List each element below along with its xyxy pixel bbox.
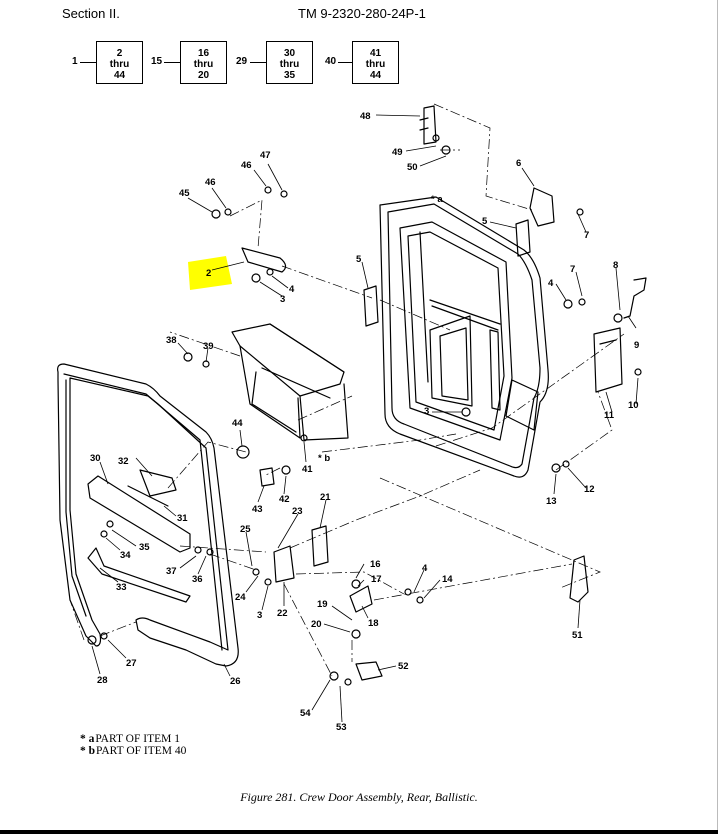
armor-panel xyxy=(231,323,349,441)
callout-50: 50 xyxy=(407,162,418,173)
figure-caption: Figure 281. Crew Door Assembly, Rear, Ba… xyxy=(240,790,478,804)
footnote-a: * a PART OF ITEM 1 xyxy=(80,733,180,745)
callout-26: 26 xyxy=(230,676,241,687)
bracket-51 xyxy=(569,555,589,603)
callout-46: 46 xyxy=(241,160,252,171)
callout-46-left: 46 xyxy=(205,177,216,188)
callout-9: 9 xyxy=(634,340,639,351)
bracket-22 xyxy=(273,545,295,583)
plate-5-left xyxy=(363,285,379,327)
right-hinge xyxy=(529,187,555,227)
callout-28: 28 xyxy=(97,675,108,686)
callout-20: 20 xyxy=(311,619,322,630)
door-frame xyxy=(379,196,549,478)
callout-44: 44 xyxy=(232,418,243,429)
callout-27: 27 xyxy=(126,658,137,669)
nav-lead-4: 40 xyxy=(325,56,337,67)
callout-7-lower: 7 xyxy=(570,264,575,275)
callout-39: 39 xyxy=(203,341,214,352)
bolt-43 xyxy=(259,467,275,487)
callout-52: 52 xyxy=(398,661,409,672)
callout-star-b: * b xyxy=(318,453,330,464)
phantom-lines xyxy=(69,103,625,677)
window-frame xyxy=(57,363,239,667)
callout-23: 23 xyxy=(292,506,303,517)
callout-38: 38 xyxy=(166,335,177,346)
callout-43: 43 xyxy=(252,504,263,515)
nav-lead-3: 29 xyxy=(236,56,248,67)
callout-star-a: * a xyxy=(431,194,443,205)
latch-bar xyxy=(87,547,191,603)
callout-21: 21 xyxy=(320,492,331,503)
callout-13: 13 xyxy=(546,496,557,507)
callout-8: 8 xyxy=(613,260,618,271)
callout-49: 49 xyxy=(392,147,403,158)
callout-4-lower: 4 xyxy=(422,563,428,574)
callout-3-lower: 3 xyxy=(257,610,262,621)
callout-35: 35 xyxy=(139,542,150,553)
callout-24: 24 xyxy=(235,592,246,603)
callout-11: 11 xyxy=(604,410,615,421)
callout-30: 30 xyxy=(90,453,101,464)
callout-14: 14 xyxy=(442,574,453,585)
nav-lead-1: 1 xyxy=(72,56,78,67)
callout-17: 17 xyxy=(371,574,382,585)
callout-12: 12 xyxy=(584,484,595,495)
callout-2: 2 xyxy=(206,268,211,279)
callout-45: 45 xyxy=(179,188,190,199)
hinge-2 xyxy=(241,247,287,273)
latch-arm xyxy=(87,469,191,553)
leader-lines xyxy=(91,114,639,723)
bracket-18 xyxy=(349,585,373,613)
callout-7-upper: 7 xyxy=(584,230,589,241)
callout-5-right: 5 xyxy=(482,216,488,227)
manual-number: TM 9-2320-280-24P-1 xyxy=(298,6,426,21)
page-bottom-bar xyxy=(0,830,718,834)
callout-labels: 48 49 50 6 7 5 * a 5 4 7 8 9 10 11 12 13… xyxy=(90,111,639,733)
callout-19: 19 xyxy=(317,599,328,610)
handle-9 xyxy=(623,277,647,319)
bracket-21 xyxy=(311,525,329,567)
callout-37: 37 xyxy=(166,566,177,577)
callout-32: 32 xyxy=(118,456,129,467)
callout-25: 25 xyxy=(240,524,251,535)
callout-4-hinge: 4 xyxy=(289,284,295,295)
callout-10: 10 xyxy=(628,400,639,411)
bracket-52 xyxy=(355,661,383,681)
footnote-b: * b PART OF ITEM 40 xyxy=(80,745,187,757)
callout-18: 18 xyxy=(368,618,379,629)
callout-33: 33 xyxy=(116,582,127,593)
callout-53: 53 xyxy=(336,722,347,733)
callout-48: 48 xyxy=(360,111,371,122)
callout-36: 36 xyxy=(192,574,203,585)
callout-5-left: 5 xyxy=(356,254,362,265)
upper-hinge xyxy=(419,105,437,145)
knob-44 xyxy=(236,445,250,459)
section-label: Section II. xyxy=(62,6,120,21)
callout-3-hinge: 3 xyxy=(280,294,285,305)
callout-3-door: 3 xyxy=(424,406,429,417)
callout-47: 47 xyxy=(260,150,271,161)
callout-41: 41 xyxy=(302,464,313,475)
callout-4-right: 4 xyxy=(548,278,554,289)
callout-31: 31 xyxy=(177,513,188,524)
plate-5-right xyxy=(515,219,531,257)
callout-54: 54 xyxy=(300,708,311,719)
nav-lead-2: 15 xyxy=(151,56,163,67)
callout-51: 51 xyxy=(572,630,583,641)
callout-42: 42 xyxy=(279,494,290,505)
callout-22: 22 xyxy=(277,608,288,619)
latch-plate-11 xyxy=(593,327,623,393)
callout-6: 6 xyxy=(516,158,521,169)
callout-34: 34 xyxy=(120,550,131,561)
callout-2-highlight xyxy=(188,256,232,290)
callout-16: 16 xyxy=(370,559,381,570)
